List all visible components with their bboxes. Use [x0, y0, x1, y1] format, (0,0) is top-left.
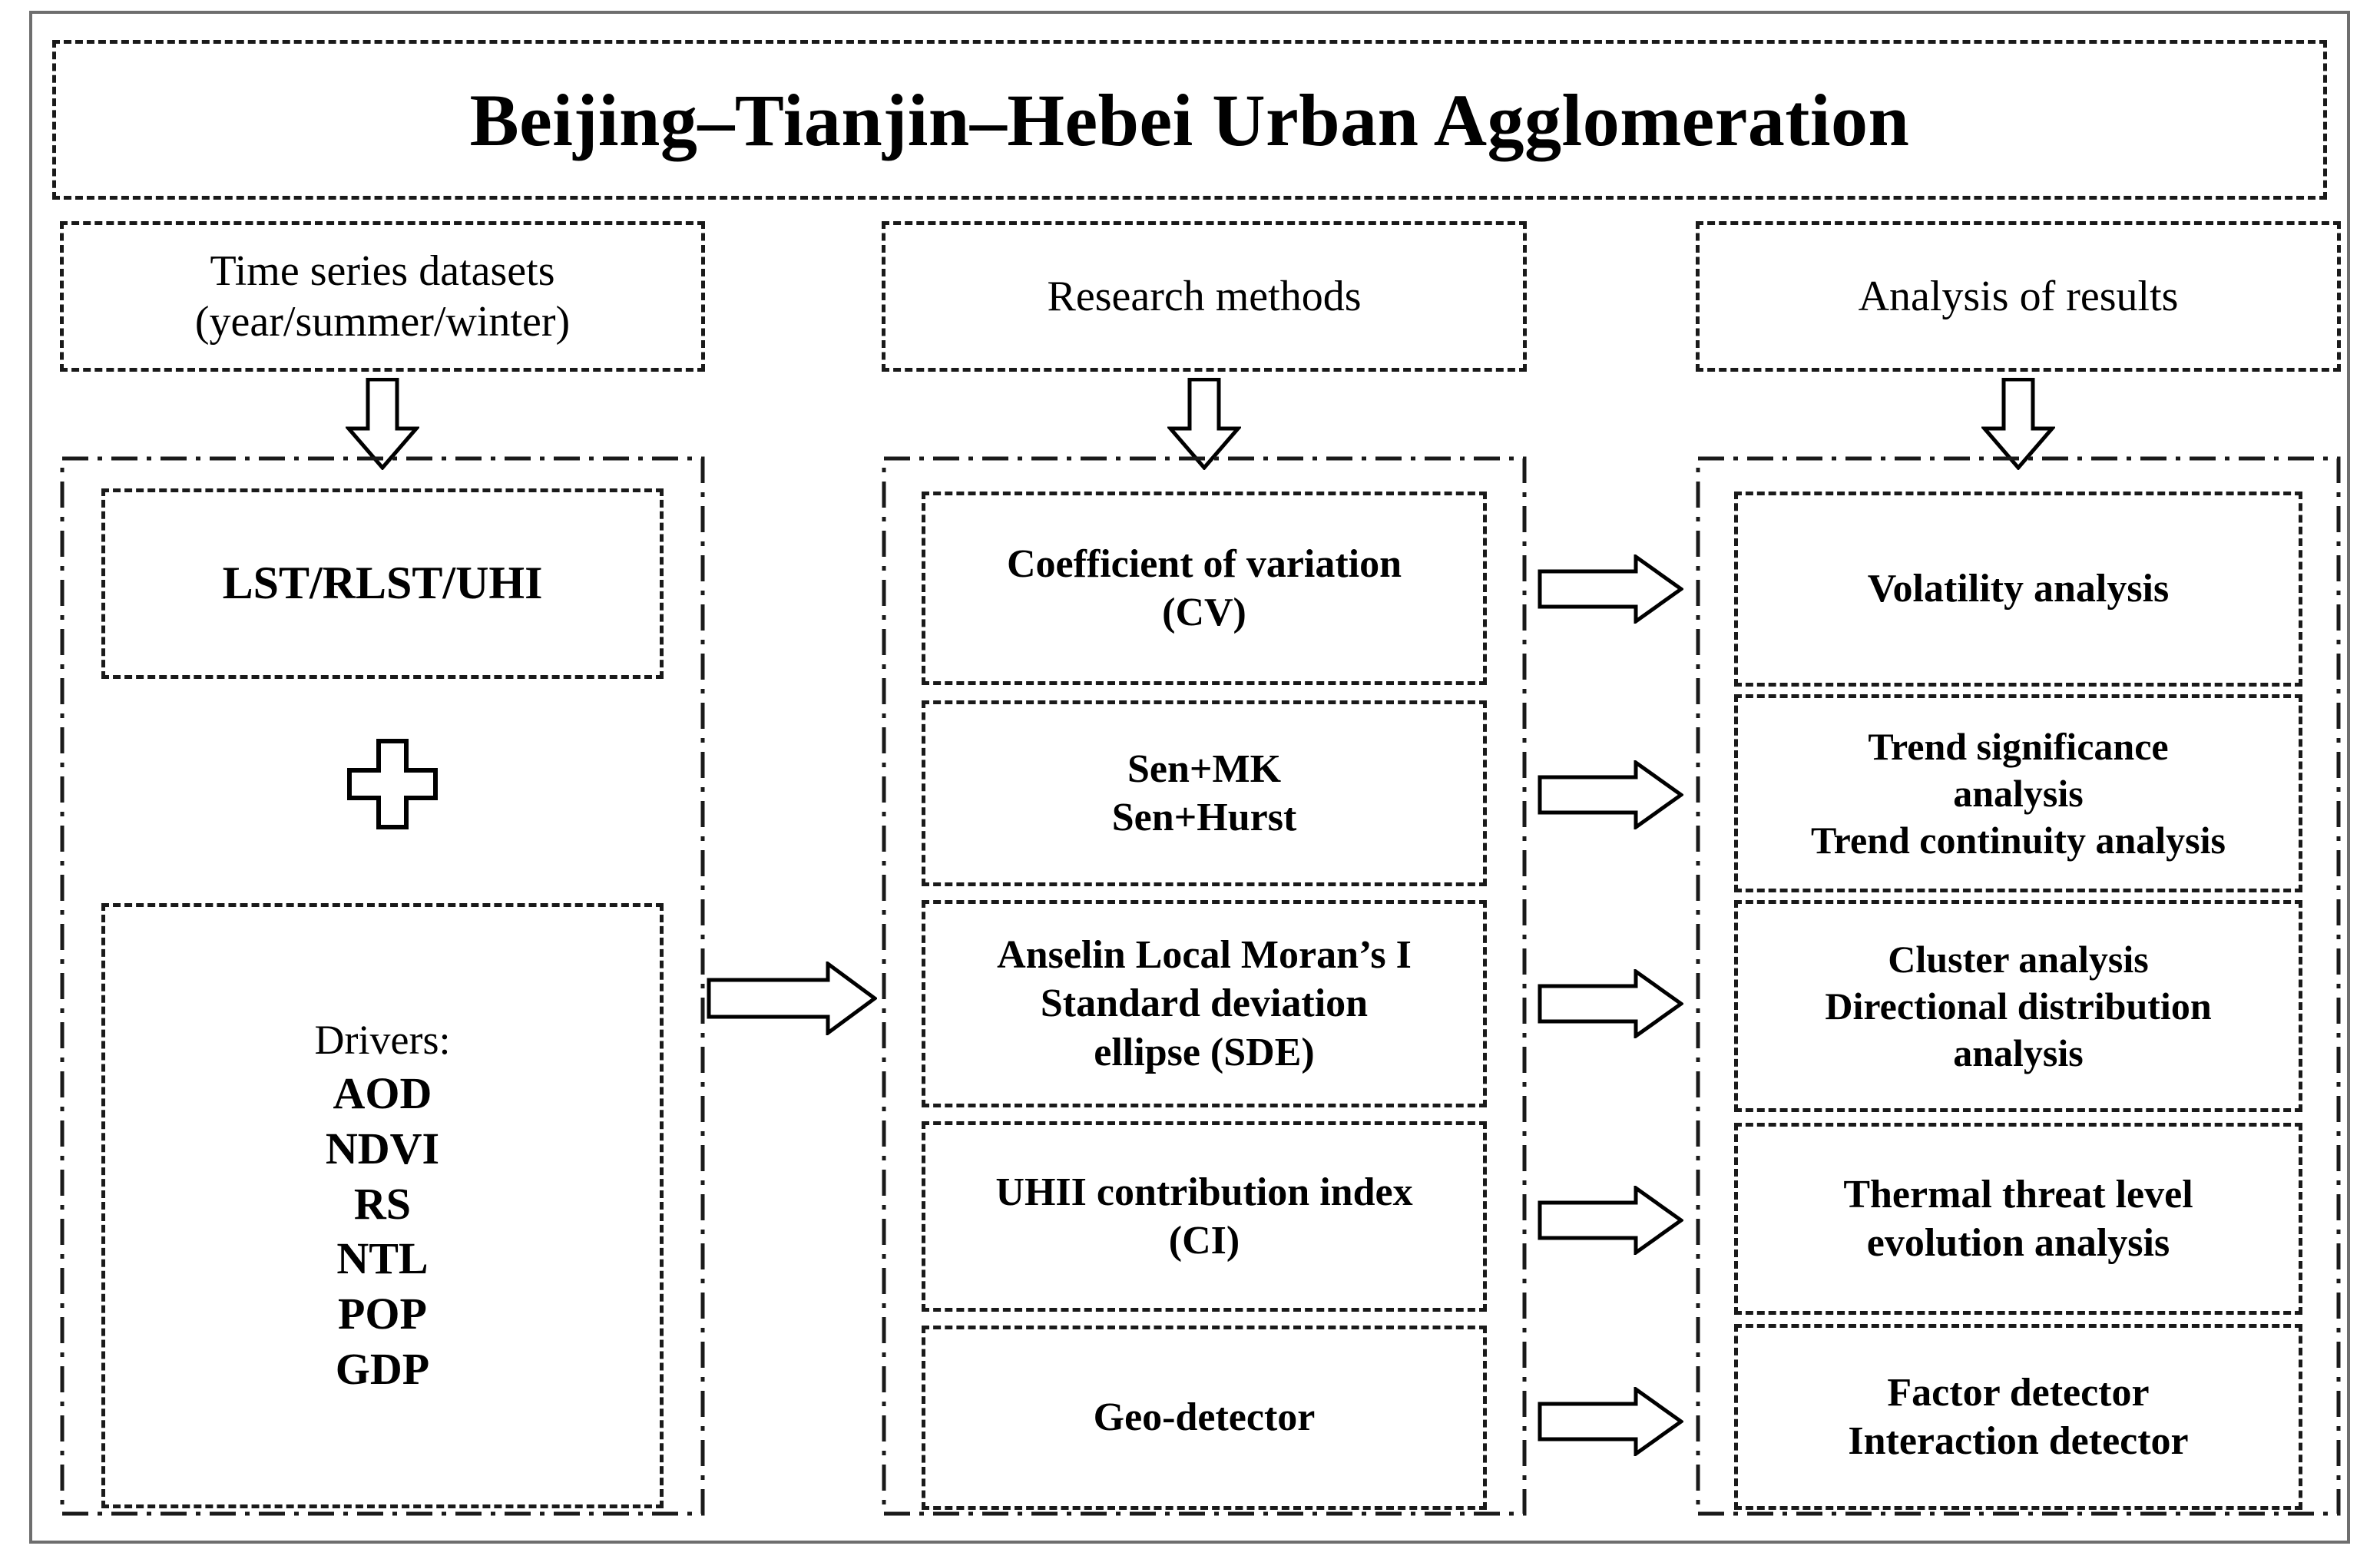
arrow-right-icon [1538, 968, 1685, 1040]
page-title: Beijing–Tianjin–Hebei Urban Agglomeratio… [469, 78, 1910, 161]
result-box-trend: Trend significance analysis Trend contin… [1734, 694, 2302, 892]
result-box-detectors-text: Factor detector Interaction detector [1843, 1369, 2193, 1466]
header-line-1: Time series datasets [210, 247, 555, 295]
result-line-1: Thermal threat level [1843, 1172, 2193, 1216]
method-box-uhii-ci-text: UHII contribution index (CI) [991, 1168, 1417, 1266]
method-line-1: UHII contribution index [995, 1170, 1413, 1214]
arrow-right-icon [1538, 1184, 1685, 1256]
result-box-volatility-text: Volatility analysis [1863, 564, 2174, 613]
method-line-3: ellipse (SDE) [1094, 1030, 1315, 1074]
result-line-3: analysis [1953, 1031, 2084, 1074]
result-line-2: analysis [1953, 771, 2084, 815]
result-box-thermal-threat-text: Thermal threat level evolution analysis [1839, 1170, 2197, 1268]
method-line-2: Standard deviation [1040, 981, 1369, 1026]
method-box-moran-sde: Anselin Local Moran’s I Standard deviati… [922, 900, 1487, 1107]
column-header-datasets: Time series datasets (year/summer/winter… [60, 221, 705, 372]
header-line-2: (year/summer/winter) [194, 298, 571, 346]
result-line-2: Directional distribution [1825, 984, 2212, 1028]
method-line-2: Sen+Hurst [1111, 796, 1297, 839]
driver-item-rs: RS [353, 1178, 412, 1229]
method-line-2: (CI) [1168, 1219, 1240, 1263]
drivers-box: Drivers: AOD NDVI RS NTL POP GDP [101, 903, 664, 1508]
arrow-right-icon [1538, 553, 1685, 625]
method-line-1: Sen+MK [1127, 746, 1282, 791]
method-line-1: Geo-detector [1093, 1395, 1316, 1440]
result-line-2: Interaction detector [1848, 1419, 2189, 1463]
dataset-box-lst-label: LST/RLST/UHI [222, 558, 543, 609]
arrow-down-icon [1166, 377, 1243, 471]
column-header-methods-text: Research methods [1047, 272, 1362, 320]
arrow-right-icon [707, 960, 879, 1037]
arrow-down-icon [1980, 377, 2057, 471]
column-header-datasets-text: Time series datasets (year/summer/winter… [195, 246, 570, 347]
arrow-right-icon [1538, 759, 1685, 831]
plus-icon [347, 739, 438, 829]
result-box-cluster-text: Cluster analysis Directional distributio… [1820, 936, 2216, 1077]
method-box-cv: Coefficient of variation (CV) [922, 492, 1487, 685]
result-box-volatility: Volatility analysis [1734, 492, 2302, 687]
result-box-trend-text: Trend significance analysis Trend contin… [1806, 723, 2230, 864]
result-box-detectors: Factor detector Interaction detector [1734, 1324, 2302, 1510]
method-line-1: Anselin Local Moran’s I [997, 932, 1412, 977]
result-line-1: Trend significance [1868, 724, 2169, 768]
method-box-geodetector: Geo-detector [922, 1326, 1487, 1510]
drivers-label: Drivers: [314, 1016, 451, 1063]
driver-item-aod: AOD [333, 1067, 432, 1118]
result-line-2: evolution analysis [1866, 1221, 2170, 1265]
column-header-methods: Research methods [882, 221, 1527, 372]
driver-item-ndvi: NDVI [325, 1123, 440, 1173]
dataset-box-lst: LST/RLST/UHI [101, 488, 664, 679]
driver-item-pop: POP [338, 1289, 427, 1339]
method-box-sen-text: Sen+MK Sen+Hurst [1107, 745, 1302, 842]
method-line-2: (CV) [1162, 591, 1246, 634]
result-line-1: Factor detector [1887, 1370, 2150, 1415]
method-box-geodetector-text: Geo-detector [1089, 1393, 1320, 1441]
driver-item-gdp: GDP [335, 1344, 430, 1395]
result-line-1: Volatility analysis [1867, 567, 2170, 611]
result-line-1: Cluster analysis [1888, 937, 2149, 981]
column-header-results: Analysis of results [1696, 221, 2341, 372]
arrow-down-icon [344, 377, 421, 471]
column-header-results-text: Analysis of results [1858, 272, 2179, 320]
result-box-thermal-threat: Thermal threat level evolution analysis [1734, 1123, 2302, 1315]
method-box-moran-sde-text: Anselin Local Moran’s I Standard deviati… [992, 931, 1416, 1077]
result-box-cluster: Cluster analysis Directional distributio… [1734, 900, 2302, 1112]
result-line-3: Trend continuity analysis [1811, 818, 2226, 862]
method-box-uhii-ci: UHII contribution index (CI) [922, 1121, 1487, 1312]
method-box-cv-text: Coefficient of variation (CV) [1002, 540, 1406, 637]
arrow-right-icon [1538, 1385, 1685, 1458]
driver-item-ntl: NTL [336, 1233, 429, 1284]
method-line-1: Coefficient of variation [1006, 541, 1402, 586]
title-box: Beijing–Tianjin–Hebei Urban Agglomeratio… [52, 40, 2327, 200]
method-box-sen: Sen+MK Sen+Hurst [922, 700, 1487, 886]
